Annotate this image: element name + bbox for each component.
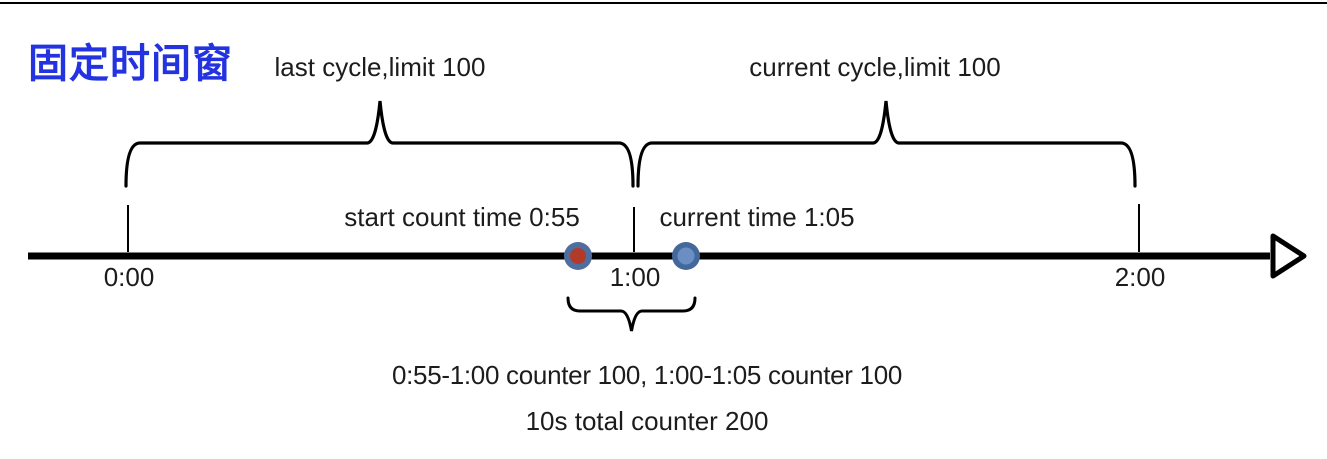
tick-label-2-00: 2:00 — [1114, 262, 1166, 292]
top-border-line — [0, 2, 1327, 4]
current-cycle-brace — [636, 100, 1137, 188]
time-axis-arrowhead — [1270, 233, 1307, 279]
start-marker-dot — [570, 248, 586, 264]
start-count-time-label: start count time 0:55 — [344, 202, 580, 232]
tick-label-1-00: 1:00 — [609, 262, 661, 292]
page-title: 固定时间窗 — [28, 42, 233, 86]
tick-label-0-00: 0:00 — [103, 262, 155, 292]
counter-summary-line1: 0:55-1:00 counter 100, 1:00-1:05 counter… — [391, 360, 903, 390]
last-cycle-label: last cycle,limit 100 — [274, 52, 486, 82]
counter-summary-line2: 10s total counter 200 — [525, 406, 769, 436]
ten-second-span-brace — [566, 296, 697, 332]
current-cycle-label: current cycle,limit 100 — [749, 52, 1001, 82]
current-marker-dot — [677, 247, 695, 265]
last-cycle-brace — [124, 100, 635, 188]
current-time-label: current time 1:05 — [659, 202, 855, 232]
